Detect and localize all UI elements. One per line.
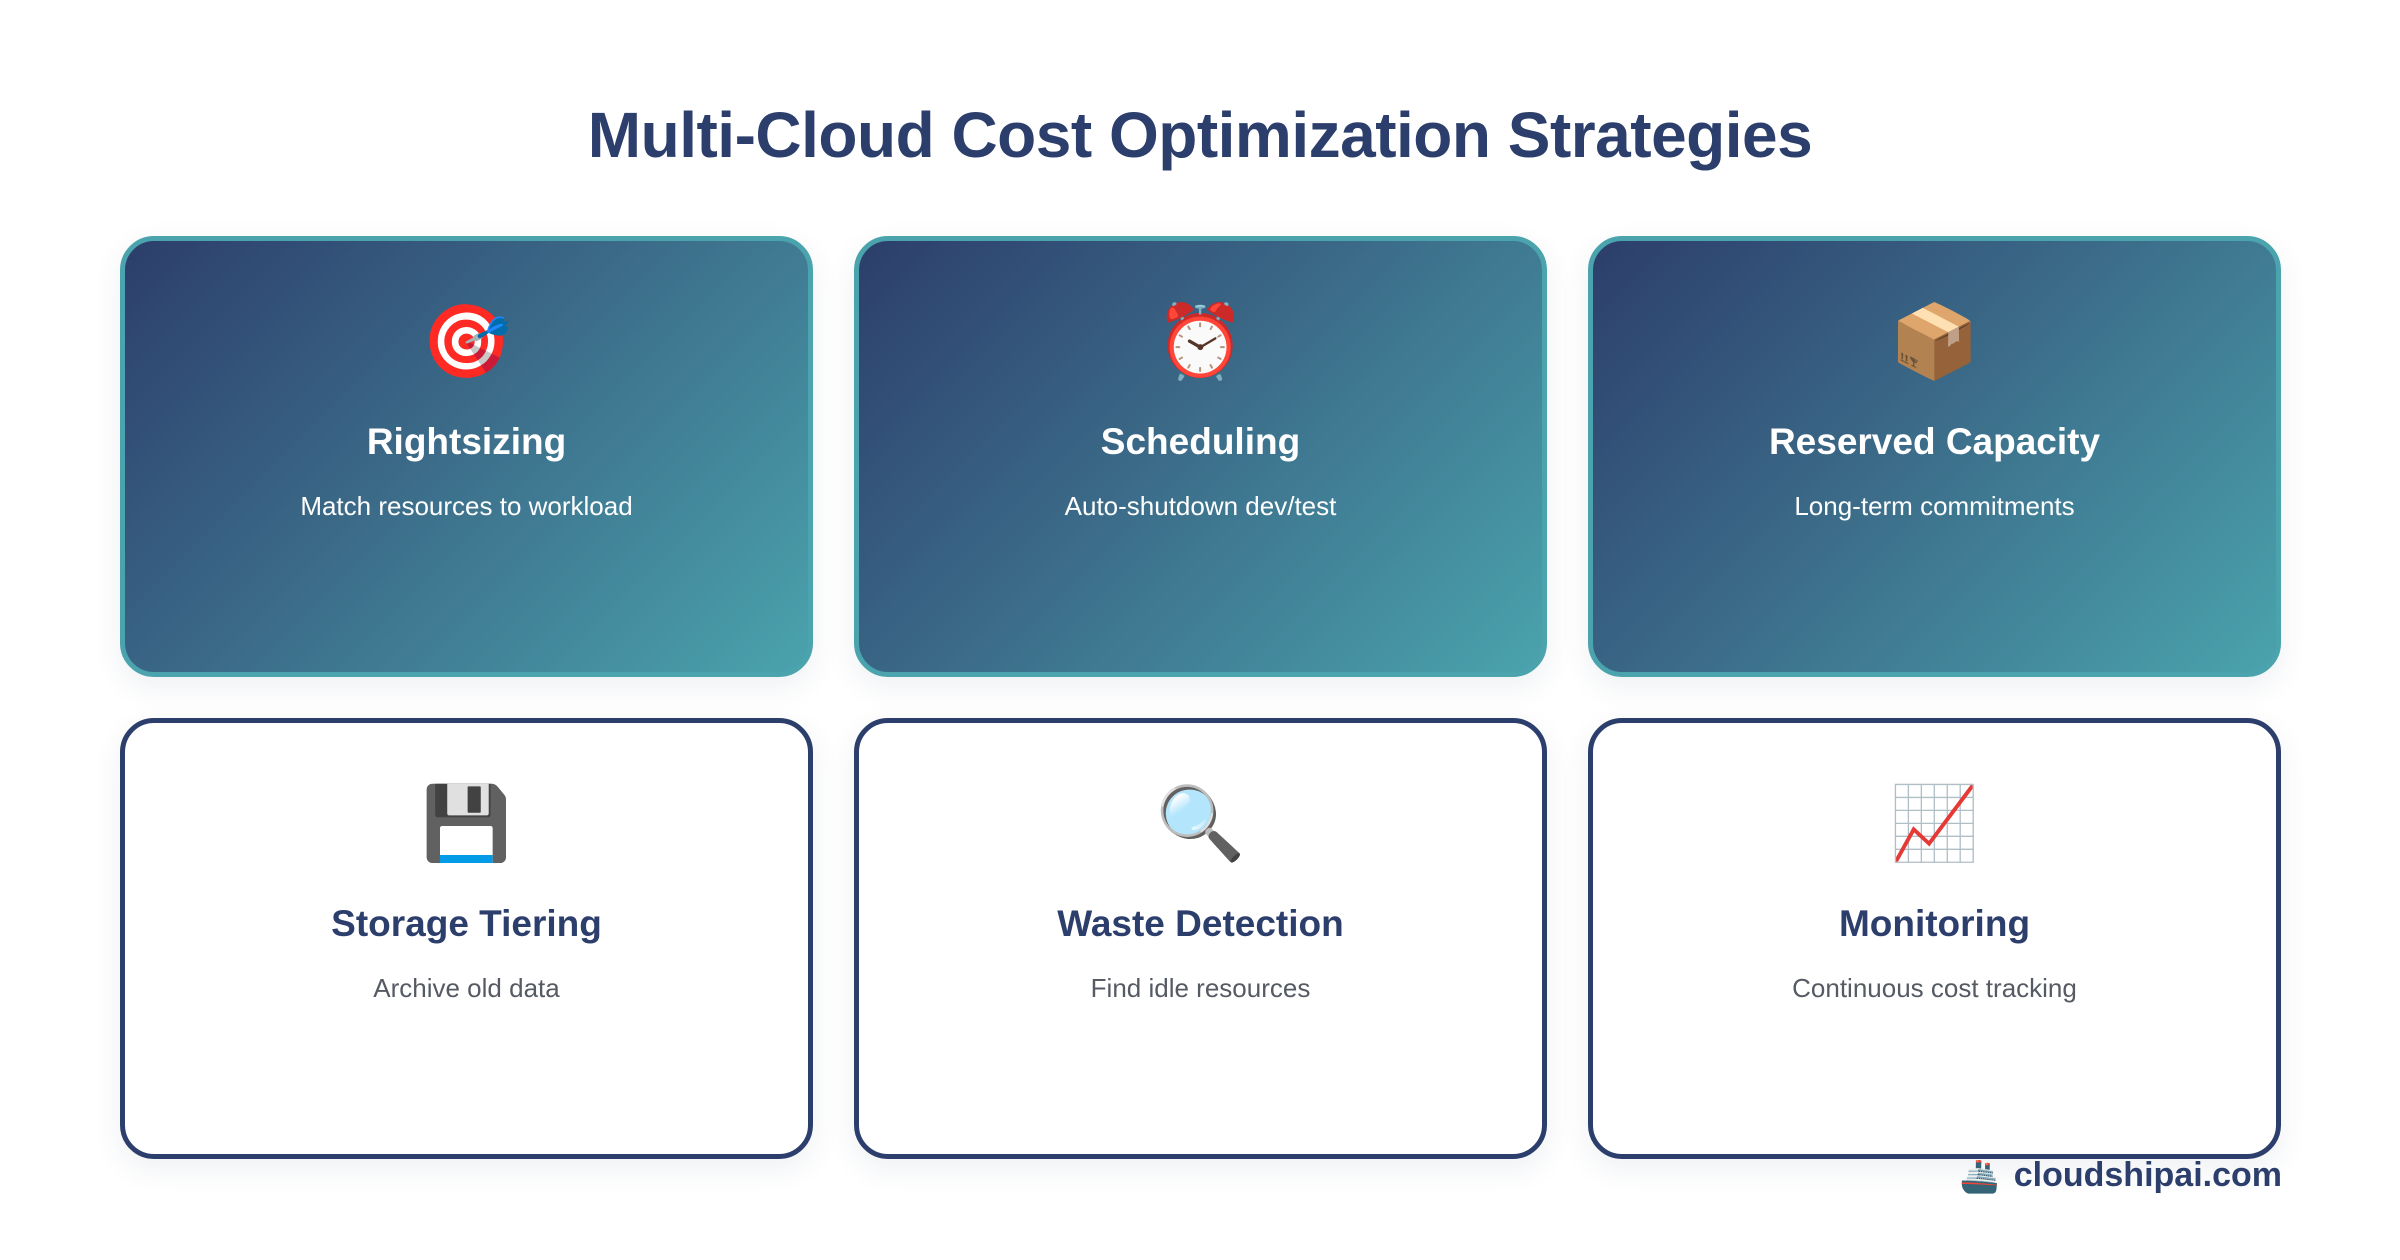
card-description: Auto-shutdown dev/test (1064, 491, 1337, 521)
alarm-clock-icon: ⏰ (1155, 302, 1246, 382)
page-title: Multi-Cloud Cost Optimization Strategies (587, 99, 1813, 171)
chart-increasing-icon: 📈 (1889, 784, 1980, 864)
card-title: Waste Detection (1057, 903, 1344, 944)
brand-link[interactable]: cloudshipai.com (2013, 1156, 2282, 1194)
card-storage-tiering: 💾 Storage Tiering Archive old data (120, 718, 813, 1159)
strategy-grid: 🎯 Rightsizing Match resources to workloa… (120, 236, 2281, 1159)
floppy-disk-icon: 💾 (421, 784, 512, 864)
ship-icon: 🚢 (1959, 1157, 2000, 1194)
card-scheduling: ⏰ Scheduling Auto-shutdown dev/test (854, 236, 1547, 677)
card-reserved-capacity: 📦 Reserved Capacity Long-term commitment… (1588, 236, 2281, 677)
card-title: Scheduling (1100, 421, 1301, 462)
card-description: Match resources to workload (300, 491, 633, 521)
card-waste-detection: 🔍 Waste Detection Find idle resources (854, 718, 1547, 1159)
card-rightsizing: 🎯 Rightsizing Match resources to workloa… (120, 236, 813, 677)
target-icon: 🎯 (421, 302, 512, 382)
card-description: Archive old data (373, 973, 560, 1003)
card-description: Find idle resources (1090, 973, 1311, 1003)
card-title: Rightsizing (366, 421, 567, 462)
footer-brand: 🚢 cloudshipai.com (1960, 1156, 2282, 1195)
card-description: Continuous cost tracking (1792, 973, 2077, 1003)
card-title: Monitoring (1838, 903, 2031, 944)
card-title: Storage Tiering (331, 903, 602, 944)
card-title: Reserved Capacity (1768, 421, 2101, 462)
card-monitoring: 📈 Monitoring Continuous cost tracking (1588, 718, 2281, 1159)
card-description: Long-term commitments (1794, 491, 2075, 521)
package-icon: 📦 (1889, 302, 1980, 382)
magnifying-glass-icon: 🔍 (1155, 784, 1246, 864)
